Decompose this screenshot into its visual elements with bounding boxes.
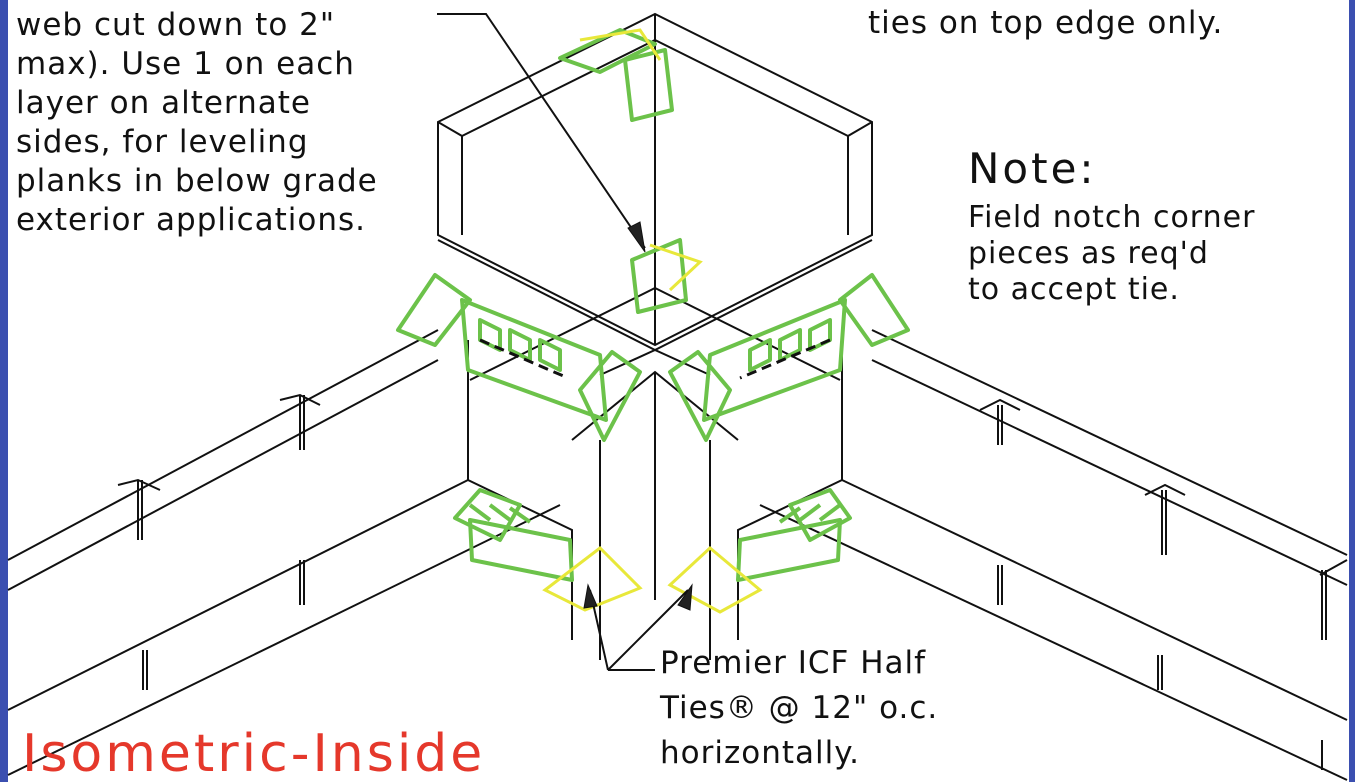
note-body: Field notch corner pieces as req'd to ac… <box>968 200 1256 307</box>
left-callout-text: web cut down to 2" max). Use 1 on each l… <box>16 7 378 238</box>
top-right-note: ties on top edge only. <box>868 5 1224 41</box>
half-ties-callout: Premier ICF Half Ties® @ 12" o.c. horizo… <box>660 645 939 771</box>
drawing-title: Isometric-Inside <box>22 724 486 784</box>
note-heading: Note: <box>968 144 1097 193</box>
